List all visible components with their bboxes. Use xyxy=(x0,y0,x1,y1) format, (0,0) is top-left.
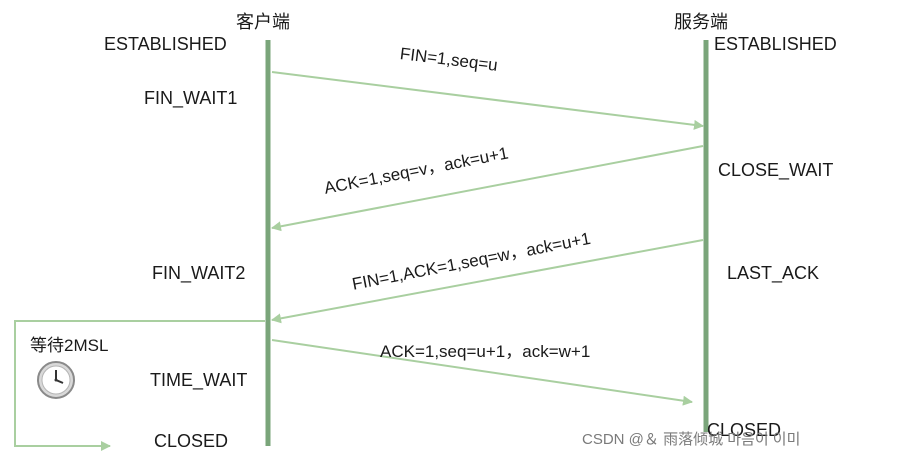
client-state-fin-wait1: FIN_WAIT1 xyxy=(144,88,238,108)
client-state-closed: CLOSED xyxy=(154,431,229,451)
fin-ack-arrow xyxy=(271,239,704,324)
client-state-time-wait: TIME_WAIT xyxy=(150,370,248,390)
wait-2msl-bracket xyxy=(14,320,265,451)
server-state-closed: CLOSED xyxy=(707,420,782,440)
server-state-close-wait: CLOSE_WAIT xyxy=(718,160,834,180)
wait-2msl-label: 等待2MSL xyxy=(30,336,109,355)
server-title: 服务端 xyxy=(674,12,728,32)
final-ack-message-label: ACK=1,seq=u+1，ack=w+1 xyxy=(380,342,591,361)
server-state-established: ESTABLISHED xyxy=(714,34,837,54)
csdn-watermark: CSDN @＆ 雨落倾城 마음이 이미 xyxy=(582,431,801,448)
client-state-established: ESTABLISHED xyxy=(104,34,227,54)
fin-arrow xyxy=(271,71,704,130)
ack-arrow xyxy=(271,145,704,232)
final-ack-arrow xyxy=(271,339,693,406)
server-state-last-ack: LAST_ACK xyxy=(727,263,820,283)
clock-icon xyxy=(36,360,76,400)
client-title: 客户端 xyxy=(236,12,290,32)
client-state-fin-wait2: FIN_WAIT2 xyxy=(152,263,246,283)
